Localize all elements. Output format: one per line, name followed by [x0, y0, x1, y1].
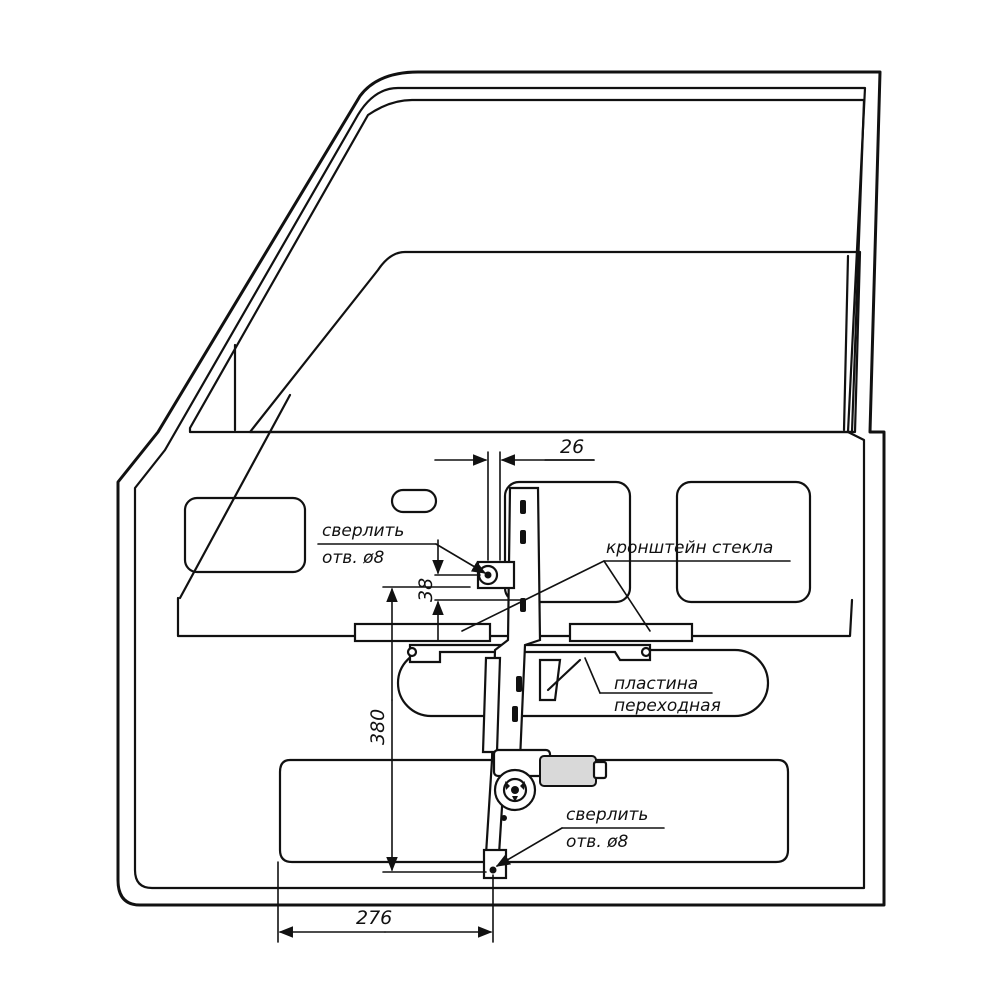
drill-bottom-text-1: сверлить [566, 805, 648, 825]
glass-bracket-left [353, 622, 492, 643]
callout-adapter-plate: пластина переходная [584, 657, 721, 716]
window-frame [188, 98, 866, 434]
callout-glass-bracket: кронштейн стекла [461, 538, 791, 632]
plate-text-2: переходная [614, 696, 721, 716]
callout-drill-bottom: сверлить отв. ø8 [495, 805, 665, 867]
drill-bottom-text-2: отв. ø8 [566, 832, 629, 852]
glass-bracket-right [568, 622, 694, 643]
door-outer-outline [116, 70, 886, 907]
lower-mount [482, 848, 508, 880]
dimension-380: 380 [367, 586, 487, 873]
adapter-plate [406, 643, 652, 664]
cutout-bottom [278, 758, 790, 864]
dimension-380-label: 380 [367, 709, 389, 745]
plate-text-1: пластина [614, 674, 698, 694]
dimension-26: 26 [434, 436, 595, 561]
cutout-right [675, 480, 812, 604]
glass-bracket-text: кронштейн стекла [606, 538, 773, 558]
glass-edge-line [178, 393, 292, 600]
dimension-276-label: 276 [356, 907, 392, 929]
dimension-38: 38 [415, 539, 521, 641]
motor-assembly [492, 748, 608, 812]
dimension-26-label: 26 [560, 436, 584, 458]
cutout-center [503, 480, 632, 604]
callout-drill-top: сверлить отв. ø8 [317, 521, 487, 574]
upper-carriage [476, 560, 516, 590]
door-inner-outline [133, 86, 867, 890]
dimension-276: 276 [277, 861, 494, 943]
drill-top-text-1: сверлить [322, 521, 404, 541]
cutout-slot [390, 488, 438, 514]
dimension-38-label: 38 [415, 578, 437, 602]
side-guide [481, 656, 582, 754]
cutout-left [183, 496, 307, 574]
drill-top-text-2: отв. ø8 [322, 548, 385, 568]
